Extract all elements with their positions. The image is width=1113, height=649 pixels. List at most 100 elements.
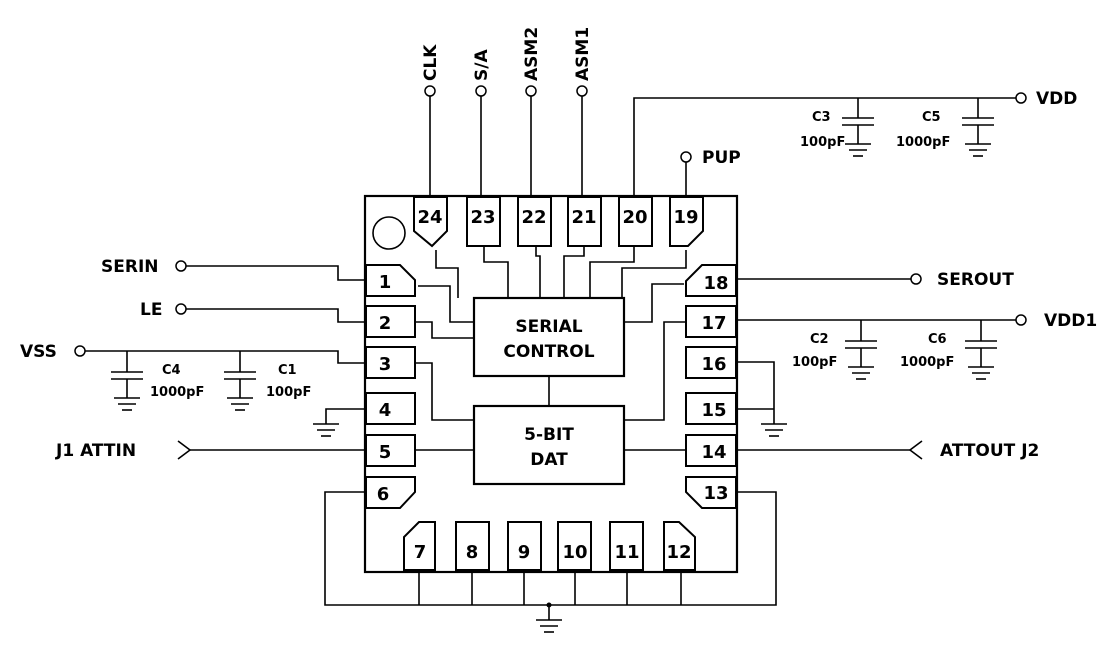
pin-22: 22 [517, 196, 552, 247]
svg-text:9: 9 [518, 542, 531, 563]
vss-label: VSS [20, 342, 57, 362]
pin-3: 3 [365, 346, 416, 379]
serin-terminal: SERIN [101, 257, 366, 281]
pin-10: 10 [557, 521, 592, 571]
le-terminal: LE [140, 300, 366, 323]
pin-9: 9 [507, 521, 542, 571]
vdd1-label: VDD1 [1044, 311, 1097, 331]
c2-capacitor: C2 100pF [792, 320, 877, 380]
svg-text:5: 5 [379, 442, 392, 463]
asm1-label: ASM1 [573, 27, 593, 81]
pin-15: 15 [685, 392, 737, 425]
pin-6: 6 [365, 476, 416, 509]
svg-text:15: 15 [701, 400, 726, 421]
svg-text:1: 1 [379, 272, 392, 293]
pin-8: 8 [455, 521, 490, 571]
pin4-ground [313, 408, 366, 437]
c3-capacitor: C3 100pF [800, 98, 874, 157]
c2-value: 100pF [792, 355, 837, 370]
svg-text:23: 23 [470, 207, 495, 228]
serial-control-label-1: SERIAL [515, 317, 582, 337]
pin-2: 2 [365, 305, 416, 338]
pup-terminal: PUP [680, 148, 741, 197]
pin-11: 11 [609, 521, 644, 571]
svg-text:3: 3 [379, 354, 392, 375]
vss-net: VSS [20, 342, 366, 364]
serout-label: SEROUT [937, 270, 1014, 290]
svg-text:7: 7 [414, 542, 427, 563]
pin-1: 1 [365, 264, 416, 297]
pin-17: 17 [685, 305, 737, 338]
svg-text:20: 20 [622, 207, 647, 228]
svg-text:13: 13 [703, 483, 728, 504]
pin-23: 23 [466, 196, 501, 247]
c3-value: 100pF [800, 135, 845, 150]
svg-text:16: 16 [701, 354, 726, 375]
pin-7: 7 [403, 521, 436, 571]
package-outline [363, 194, 739, 574]
vdd1-net: VDD1 [736, 311, 1097, 331]
c5-capacitor: C5 1000pF [896, 98, 994, 157]
svg-text:12: 12 [666, 542, 691, 563]
bottom-ground-bus [324, 491, 777, 633]
dat-block: 5-BIT DAT [472, 404, 626, 486]
serin-label: SERIN [101, 257, 159, 277]
pin-18: 18 [685, 264, 737, 297]
svg-text:17: 17 [701, 313, 726, 334]
c1-capacitor: C1 100pF [224, 351, 311, 411]
svg-text:4: 4 [379, 400, 392, 421]
c1-value: 100pF [266, 385, 311, 400]
attin-label: J1 ATTIN [55, 441, 136, 461]
attout-label: ATTOUT J2 [940, 441, 1039, 461]
sa-terminal: S/A [472, 49, 492, 197]
clk-label: CLK [421, 44, 441, 81]
svg-text:11: 11 [614, 542, 639, 563]
pin-13: 13 [685, 476, 737, 509]
serial-control-label-2: CONTROL [503, 342, 594, 362]
asm2-terminal: ASM2 [522, 27, 542, 197]
pin-21: 21 [567, 196, 602, 247]
internal-wiring [415, 246, 687, 451]
c4-name: C4 [162, 363, 181, 378]
vdd-net: VDD [633, 89, 1077, 197]
attin-port: J1 ATTIN [55, 440, 366, 461]
c6-value: 1000pF [900, 355, 954, 370]
c2-name: C2 [810, 332, 829, 347]
svg-text:6: 6 [377, 484, 390, 505]
c5-name: C5 [922, 110, 941, 125]
pin1-marker-dot [372, 216, 406, 250]
svg-text:10: 10 [562, 542, 587, 563]
pin-19: 19 [669, 196, 704, 247]
svg-text:22: 22 [521, 207, 546, 228]
pin-24: 24 [413, 196, 448, 248]
pin-5: 5 [365, 434, 416, 467]
clk-terminal: CLK [421, 44, 441, 197]
le-label: LE [140, 300, 162, 320]
svg-text:14: 14 [701, 442, 726, 463]
c4-capacitor: C4 1000pF [111, 351, 204, 411]
c6-capacitor: C6 1000pF [900, 320, 997, 380]
svg-text:18: 18 [703, 273, 728, 294]
c4-value: 1000pF [150, 385, 204, 400]
pin-12: 12 [663, 521, 696, 571]
pin16-15-ground [736, 361, 787, 437]
asm1-terminal: ASM1 [573, 27, 593, 197]
pin-20: 20 [618, 196, 653, 247]
pup-label: PUP [702, 148, 741, 168]
svg-text:2: 2 [379, 313, 392, 334]
c6-name: C6 [928, 332, 947, 347]
pin-14: 14 [685, 434, 737, 467]
pin-16: 16 [685, 346, 737, 379]
svg-text:8: 8 [466, 542, 479, 563]
svg-text:21: 21 [571, 207, 596, 228]
sa-label: S/A [472, 49, 492, 81]
vdd-label: VDD [1036, 89, 1077, 109]
svg-text:19: 19 [673, 207, 698, 228]
serout-terminal: SEROUT [736, 270, 1014, 290]
pin-4: 4 [365, 392, 416, 425]
c5-value: 1000pF [896, 135, 950, 150]
serial-control-block: SERIAL CONTROL [472, 296, 626, 378]
c1-name: C1 [278, 363, 297, 378]
dat-label-2: DAT [530, 450, 568, 470]
